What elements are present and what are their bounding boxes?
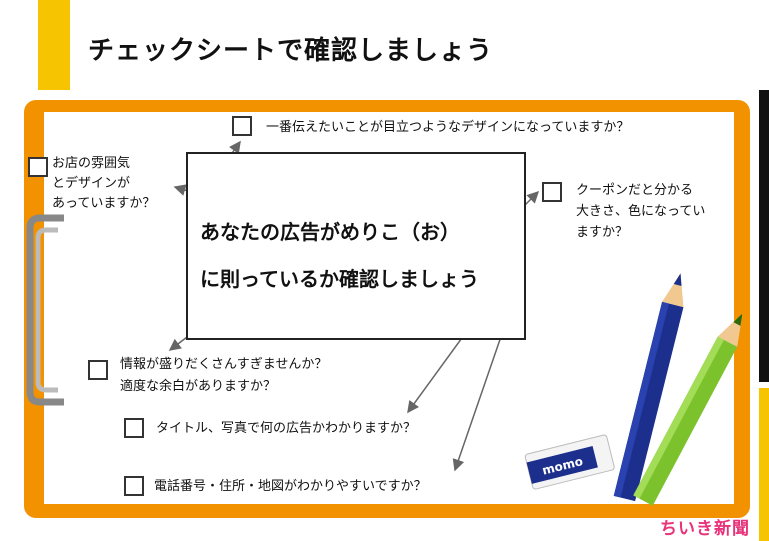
- arrow-phone: [452, 324, 506, 472]
- check-text-phone: 電話番号・住所・地図がわかりやすいですか？: [154, 479, 427, 494]
- title-accent-bar: [38, 0, 70, 90]
- check-text-right-1: クーポンだと分かる: [576, 183, 694, 198]
- center-line-2: に則っているか確認しましょう: [200, 267, 479, 291]
- checkbox-top[interactable]: [232, 116, 252, 136]
- page-title: チェックシートで確認しましょう: [88, 36, 494, 66]
- check-text-left-2: とデザインが: [52, 176, 131, 191]
- checkbox-right[interactable]: [542, 182, 562, 202]
- check-text-info-2: 適度な余白がありますか？: [120, 379, 277, 394]
- check-text-right-2: 大きさ、色になってい: [576, 204, 706, 219]
- pencils-icon: [613, 273, 742, 506]
- check-text-left-1: お店の雰囲気: [52, 156, 131, 171]
- center-line-1: あなたの広告がめりこ（お）: [200, 220, 460, 244]
- brand-logo: ちいき新聞: [660, 519, 750, 539]
- checkbox-phone[interactable]: [124, 476, 144, 496]
- right-edge-accent: [759, 388, 769, 541]
- check-text-left-3: あっていますか？: [52, 196, 156, 211]
- checkbox-left[interactable]: [28, 157, 48, 177]
- check-text-info-1: 情報が盛りだくさんすぎませんか？: [120, 357, 328, 372]
- check-text-title-photo: タイトル、写真で何の広告かわかりますか？: [156, 421, 417, 436]
- clipboard-clip-icon: [26, 214, 64, 406]
- right-edge-bar: [759, 90, 769, 382]
- checkbox-title-photo[interactable]: [124, 418, 144, 438]
- check-text-top: 一番伝えたいことが目立つようなデザインになっていますか？: [266, 120, 630, 135]
- check-text-right-3: ますか？: [576, 225, 629, 240]
- center-message-box: [186, 152, 526, 340]
- checkbox-info[interactable]: [88, 360, 108, 380]
- eraser-icon: momo: [524, 434, 615, 490]
